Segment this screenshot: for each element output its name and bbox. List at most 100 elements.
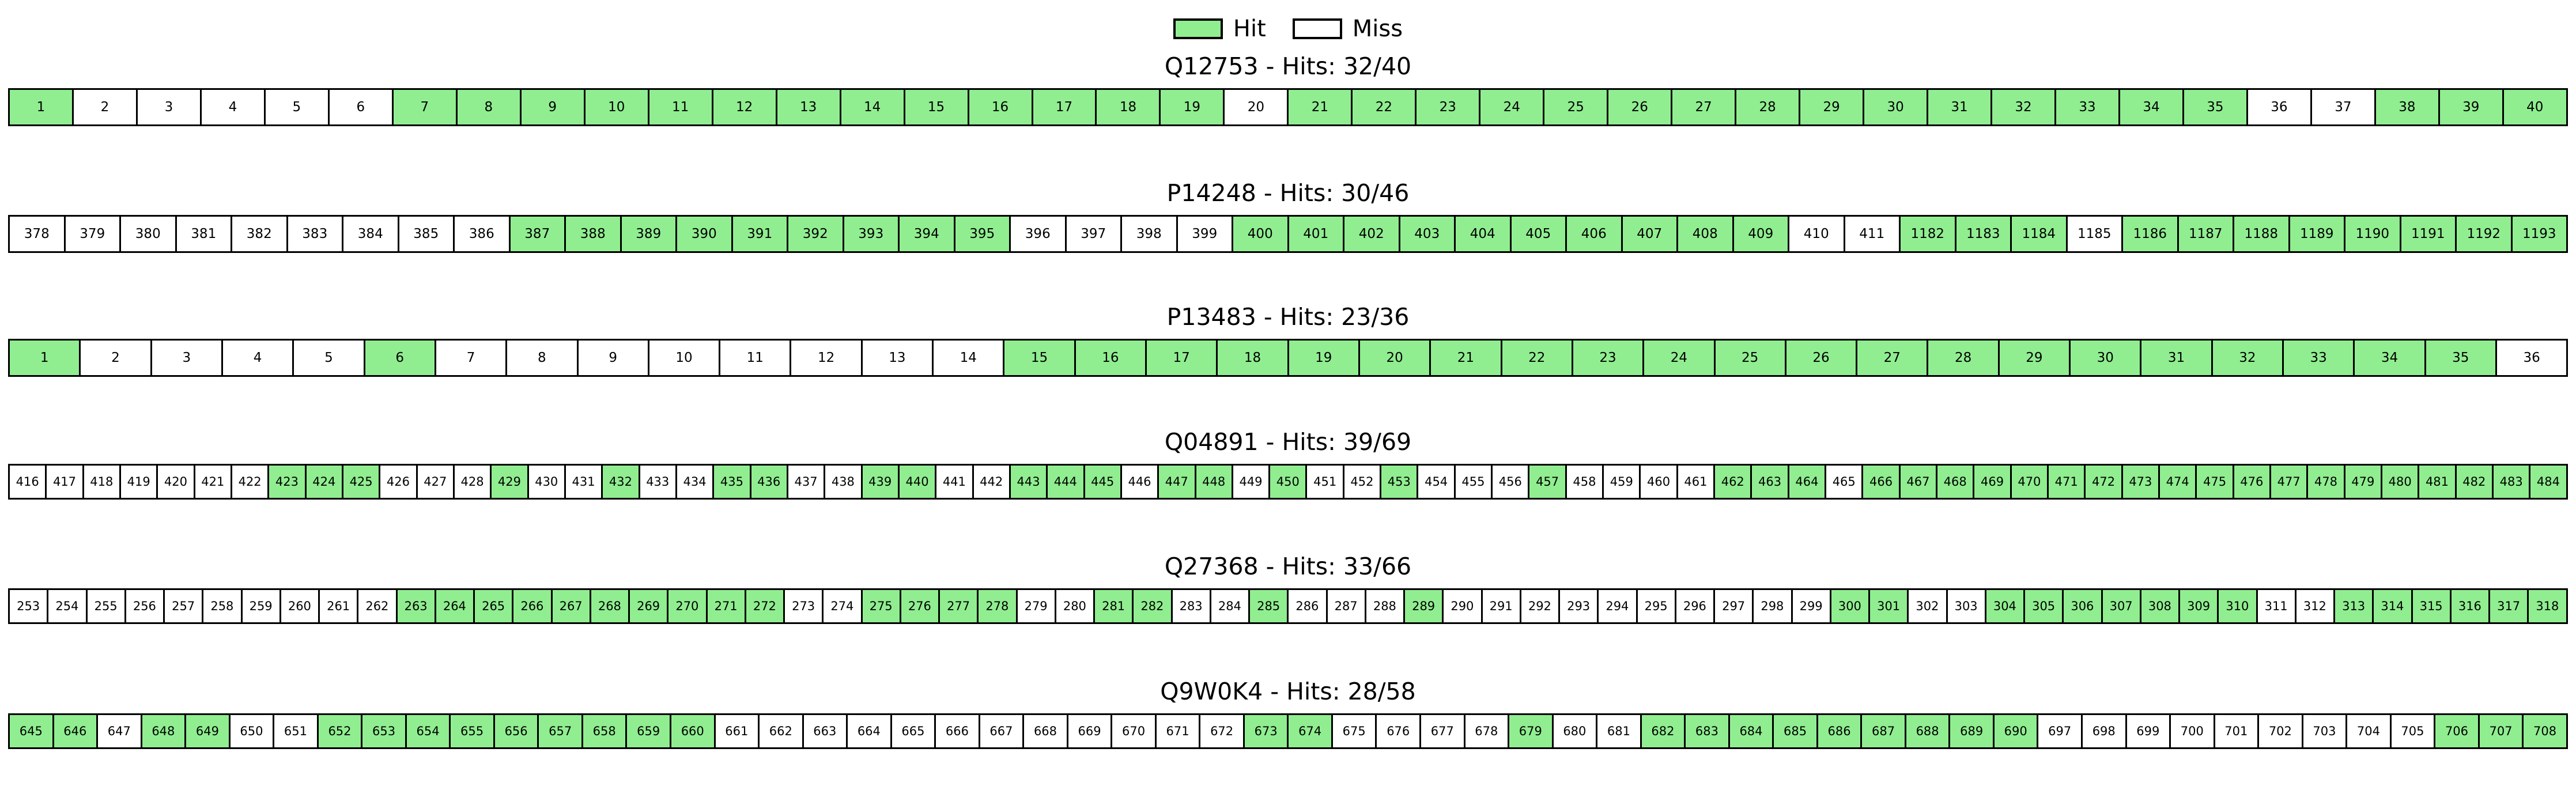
residue-cell[interactable]: 404 [1454,215,1512,253]
residue-cell[interactable]: 442 [972,464,1011,500]
residue-cell[interactable]: 656 [493,713,539,749]
residue-cell[interactable]: 4 [221,339,294,377]
residue-cell[interactable]: 255 [85,588,126,624]
residue-cell[interactable]: 16 [967,88,1033,126]
residue-cell[interactable]: 445 [1083,464,1122,500]
residue-cell[interactable]: 273 [783,588,824,624]
residue-cell[interactable]: 264 [434,588,475,624]
residue-cell[interactable]: 669 [1066,713,1113,749]
residue-cell[interactable]: 446 [1120,464,1159,500]
residue-cell[interactable]: 1193 [2510,215,2568,253]
residue-cell[interactable]: 391 [731,215,788,253]
residue-cell[interactable]: 433 [638,464,677,500]
residue-cell[interactable]: 7 [391,88,458,126]
residue-cell[interactable]: 390 [675,215,733,253]
residue-cell[interactable]: 25 [1713,339,1786,377]
residue-cell[interactable]: 260 [279,588,320,624]
residue-cell[interactable]: 646 [52,713,99,749]
residue-cell[interactable]: 36 [2246,88,2312,126]
residue-cell[interactable]: 3 [150,339,223,377]
residue-cell[interactable]: 38 [2374,88,2440,126]
residue-cell[interactable]: 317 [2488,588,2529,624]
residue-cell[interactable]: 6 [327,88,394,126]
residue-cell[interactable]: 655 [449,713,495,749]
residue-cell[interactable]: 30 [2069,339,2142,377]
residue-cell[interactable]: 407 [1621,215,1678,253]
residue-cell[interactable]: 305 [2023,588,2064,624]
residue-cell[interactable]: 279 [1015,588,1056,624]
residue-cell[interactable]: 2 [79,339,152,377]
residue-cell[interactable]: 456 [1491,464,1530,500]
residue-cell[interactable]: 707 [2477,713,2524,749]
residue-cell[interactable]: 671 [1154,713,1201,749]
residue-cell[interactable]: 399 [1176,215,1233,253]
residue-cell[interactable]: 387 [508,215,566,253]
residue-cell[interactable]: 393 [842,215,900,253]
residue-cell[interactable]: 26 [1784,339,1858,377]
residue-cell[interactable]: 20 [1358,339,1431,377]
residue-cell[interactable]: 271 [705,588,746,624]
residue-cell[interactable]: 5 [263,88,330,126]
residue-cell[interactable]: 17 [1145,339,1218,377]
residue-cell[interactable]: 282 [1132,588,1173,624]
residue-cell[interactable]: 15 [1003,339,1076,377]
residue-cell[interactable]: 383 [286,215,343,253]
residue-cell[interactable]: 401 [1287,215,1344,253]
residue-cell[interactable]: 435 [712,464,751,500]
residue-cell[interactable]: 444 [1046,464,1085,500]
residue-cell[interactable]: 15 [903,88,969,126]
residue-cell[interactable]: 440 [897,464,937,500]
residue-cell[interactable]: 283 [1170,588,1211,624]
residue-cell[interactable]: 272 [744,588,785,624]
residue-cell[interactable]: 18 [1095,88,1161,126]
residue-cell[interactable]: 3 [135,88,202,126]
residue-cell[interactable]: 463 [1750,464,1789,500]
residue-cell[interactable]: 19 [1159,88,1225,126]
residue-cell[interactable]: 677 [1419,713,1465,749]
residue-cell[interactable]: 40 [2502,88,2568,126]
residue-cell[interactable]: 299 [1791,588,1831,624]
residue-cell[interactable]: 477 [2269,464,2309,500]
residue-cell[interactable]: 482 [2454,464,2494,500]
residue-cell[interactable]: 474 [2158,464,2197,500]
residue-cell[interactable]: 303 [1946,588,1986,624]
residue-cell[interactable]: 16 [1074,339,1147,377]
residue-cell[interactable]: 1188 [2233,215,2290,253]
residue-cell[interactable]: 417 [45,464,84,500]
residue-cell[interactable]: 666 [934,713,980,749]
residue-cell[interactable]: 684 [1728,713,1774,749]
residue-cell[interactable]: 25 [1543,88,1609,126]
residue-cell[interactable]: 698 [2080,713,2127,749]
residue-cell[interactable]: 284 [1209,588,1250,624]
residue-cell[interactable]: 680 [1551,713,1598,749]
residue-cell[interactable]: 469 [1973,464,2012,500]
residue-cell[interactable]: 29 [1997,339,2071,377]
residue-cell[interactable]: 409 [1732,215,1789,253]
residue-cell[interactable]: 309 [2178,588,2219,624]
residue-cell[interactable]: 8 [455,88,522,126]
residue-cell[interactable]: 668 [1022,713,1068,749]
residue-cell[interactable]: 13 [775,88,841,126]
residue-cell[interactable]: 411 [1843,215,1901,253]
residue-cell[interactable]: 265 [473,588,514,624]
residue-cell[interactable]: 310 [2217,588,2258,624]
residue-cell[interactable]: 464 [1787,464,1827,500]
residue-cell[interactable]: 688 [1904,713,1951,749]
residue-cell[interactable]: 649 [184,713,231,749]
residue-cell[interactable]: 465 [1825,464,1864,500]
residue-cell[interactable]: 258 [202,588,243,624]
residue-cell[interactable]: 32 [1990,88,2056,126]
residue-cell[interactable]: 266 [512,588,553,624]
residue-cell[interactable]: 424 [304,464,343,500]
residue-cell[interactable]: 476 [2232,464,2272,500]
residue-cell[interactable]: 434 [675,464,715,500]
residue-cell[interactable]: 30 [1863,88,1929,126]
residue-cell[interactable]: 457 [1528,464,1567,500]
residue-cell[interactable]: 12 [711,88,777,126]
residue-cell[interactable]: 461 [1676,464,1716,500]
residue-cell[interactable]: 2 [71,88,138,126]
residue-cell[interactable]: 290 [1442,588,1483,624]
residue-cell[interactable]: 291 [1480,588,1521,624]
residue-cell[interactable]: 14 [932,339,1005,377]
residue-cell[interactable]: 1185 [2065,215,2123,253]
